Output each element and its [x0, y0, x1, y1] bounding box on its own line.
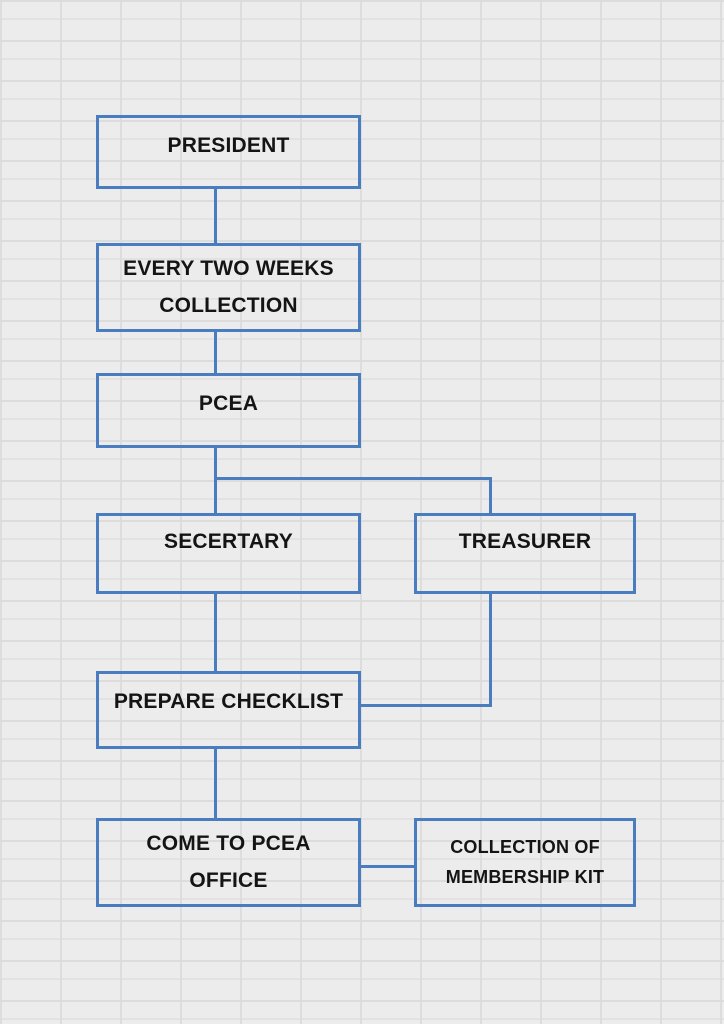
- node-every-two-weeks-collection: EVERY TWO WEEKS COLLECTION: [96, 243, 361, 332]
- node-treasurer: TREASURER: [414, 513, 636, 594]
- connector-treasurer-down: [489, 593, 492, 707]
- connector-secretary-to-checklist: [214, 593, 217, 672]
- node-president: PRESIDENT: [96, 115, 361, 189]
- node-come-to-pcea-office: COME TO PCEA OFFICE: [96, 818, 361, 907]
- connector-pcea-to-secretary: [214, 447, 217, 514]
- connector-treasurer-to-checklist: [360, 704, 492, 707]
- node-pcea: PCEA: [96, 373, 361, 448]
- node-secretary: SECERTARY: [96, 513, 361, 594]
- connector-collection-to-pcea: [214, 331, 217, 374]
- node-prepare-checklist: PREPARE CHECKLIST: [96, 671, 361, 749]
- connector-branch-to-treasurer: [489, 477, 492, 514]
- connector-checklist-to-office: [214, 748, 217, 819]
- node-collection-of-membership-kit: COLLECTION OF MEMBERSHIP KIT: [414, 818, 636, 907]
- connector-president-to-collection: [214, 188, 217, 244]
- connector-office-to-kit: [360, 865, 416, 868]
- connector-branch-horizontal: [214, 477, 492, 480]
